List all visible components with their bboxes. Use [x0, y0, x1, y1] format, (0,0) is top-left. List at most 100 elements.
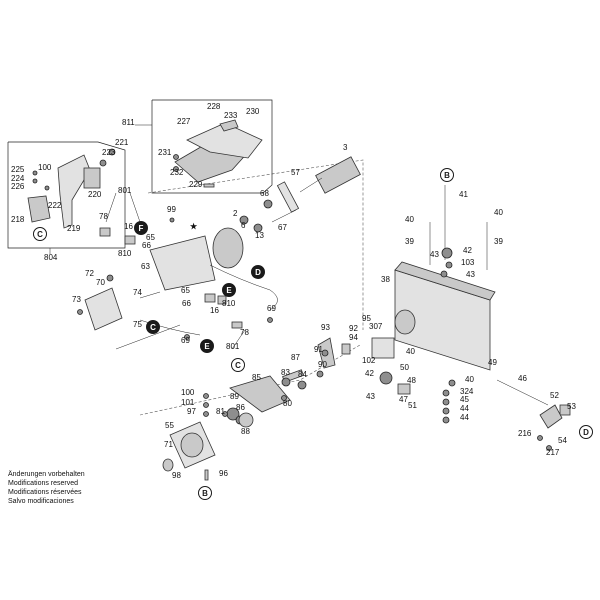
part-label: 40 [405, 215, 414, 224]
part-label: 43 [430, 250, 439, 259]
brush-holder-16 [124, 235, 136, 245]
screw-100 [203, 393, 209, 399]
washer-44b [442, 416, 450, 424]
part-label: 231 [158, 148, 172, 157]
nut-103 [445, 261, 453, 269]
reference-circle: E [222, 283, 236, 297]
gear-housing-ring [180, 432, 204, 458]
screw-216 [537, 435, 543, 441]
part-label: 54 [558, 436, 567, 445]
reference-circle-letter: B [202, 489, 208, 498]
part-label: 40 [406, 347, 415, 356]
motor-housing-63 [149, 235, 216, 291]
part-label: 221 [115, 138, 129, 147]
brush-78b [231, 321, 243, 329]
bolt-229 [203, 183, 215, 188]
part-label: 38 [381, 275, 390, 284]
brush-810b [217, 295, 227, 305]
part-label: 2 [233, 209, 238, 218]
part-label: 96 [219, 469, 228, 478]
part-label: 65 [181, 286, 190, 295]
part-label: 13 [255, 231, 264, 240]
gear-42 [379, 371, 393, 385]
motor-bearing-cap [394, 309, 416, 335]
part-label: 3 [343, 143, 348, 152]
reference-circle-letter: D [255, 268, 261, 277]
note-line: Änderungen vorbehalten [8, 471, 85, 478]
reference-circle-letter: E [226, 286, 232, 295]
reference-circle-shape [134, 221, 148, 235]
part-label: 324 [460, 387, 474, 396]
part-label: 91 [314, 345, 323, 354]
screw-231 [173, 154, 179, 160]
part-label: 94 [349, 333, 358, 342]
brush-78 [99, 227, 111, 237]
part-94 [341, 343, 351, 355]
part-label: 16 [124, 222, 133, 231]
reference-circle: F [134, 221, 148, 235]
reference-circle-shape [200, 339, 214, 353]
guard-part-220 [83, 167, 101, 189]
screw-80 [281, 395, 287, 401]
armature-3 [315, 156, 361, 194]
reference-circle: D [579, 425, 593, 439]
screw-232 [173, 166, 179, 172]
screw-73 [77, 309, 83, 315]
part-label: 101 [181, 398, 195, 407]
part-label: 92 [349, 324, 358, 333]
part-label: 228 [207, 102, 221, 111]
reference-circle: D [251, 265, 265, 279]
part-label: 232 [170, 168, 184, 177]
screw-101 [203, 402, 209, 408]
reference-circle-letter: F [139, 224, 144, 233]
part-label: 216 [518, 429, 532, 438]
part-label: 74 [133, 288, 142, 297]
part-label: 49 [488, 358, 497, 367]
part-label: 102 [362, 356, 376, 365]
part-label: 217 [546, 448, 560, 457]
part-label: 81 [216, 407, 225, 416]
part-label: 100 [181, 388, 195, 397]
part-label: 75 [133, 320, 142, 329]
reference-circle: B [440, 168, 454, 182]
part-label: 84 [298, 370, 307, 379]
bearing-13 [253, 223, 263, 233]
part-label: 87 [291, 353, 300, 362]
reference-circle-letter: E [204, 342, 210, 351]
reference-circle: C [146, 320, 160, 334]
reference-circle-letter: B [444, 171, 450, 180]
part-label: 46 [518, 374, 527, 383]
part-label: 224 [11, 174, 25, 183]
part-label: 51 [408, 401, 417, 410]
part-label: 810 [118, 249, 132, 258]
bearing-84 [297, 380, 307, 390]
dashed-group-bottom [139, 344, 361, 416]
part-label: 223 [102, 148, 116, 157]
washer-44a [442, 407, 450, 415]
reference-circle-shape [231, 358, 245, 372]
stator-2 [212, 227, 244, 269]
nut-40 [448, 379, 456, 387]
part-label: 86 [236, 403, 245, 412]
reference-circle: E [200, 339, 214, 353]
arm-85 [229, 375, 291, 413]
part-label: 222 [48, 201, 62, 210]
part-label: 66 [142, 241, 151, 250]
star-marker: ★ [190, 222, 198, 231]
screw-69a [184, 334, 190, 340]
part-label: 40 [465, 375, 474, 384]
part-label: 47 [399, 395, 408, 404]
screw-226 [44, 185, 50, 191]
part-label: 42 [365, 369, 374, 378]
part-label: 69 [267, 304, 276, 313]
part-label: 220 [88, 190, 102, 199]
screw-224 [32, 178, 38, 184]
part-label: 90 [318, 360, 327, 369]
part-label: 78 [99, 212, 108, 221]
reference-circle-shape [33, 227, 47, 241]
note-line: Salvo modificaciones [8, 498, 74, 505]
bracket-52 [539, 404, 563, 429]
part-label: 226 [11, 182, 25, 191]
